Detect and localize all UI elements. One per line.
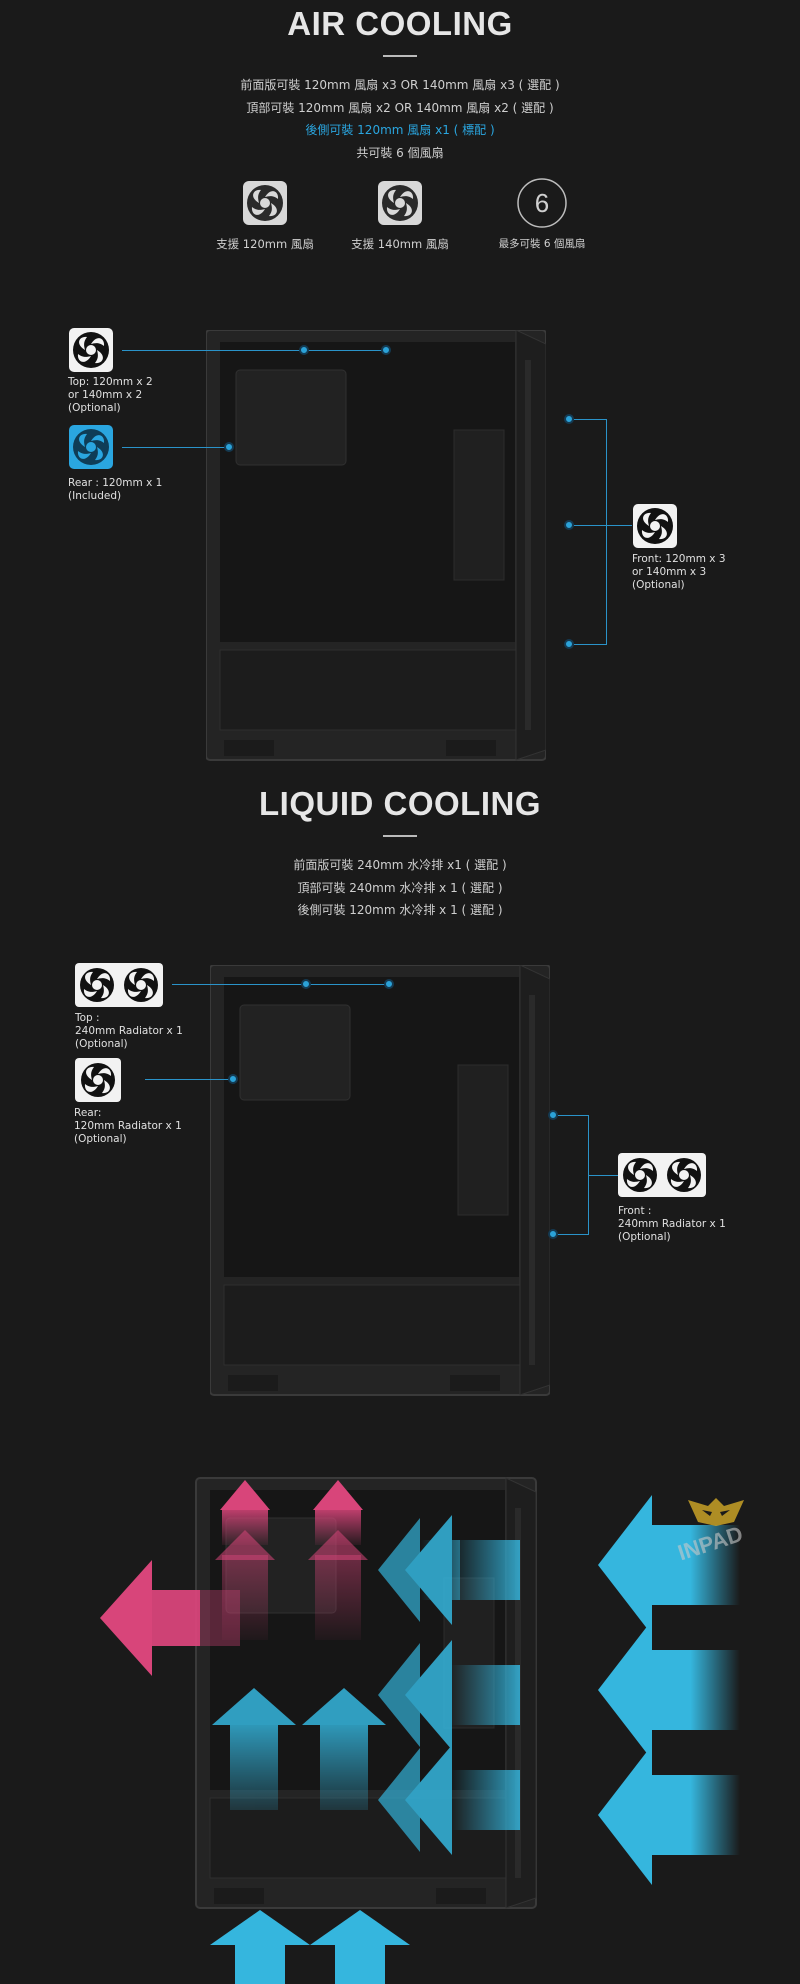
title-divider — [383, 55, 417, 57]
air-spec-rear: 後側可裝 120mm 風扇 x1 ( 標配 ) — [305, 123, 495, 137]
six-circle-icon: 6 — [517, 178, 567, 228]
top-mount-dot-2 — [381, 345, 391, 355]
liquid-front-bracket-mid — [588, 1175, 618, 1176]
top-mount-dot-1 — [299, 345, 309, 355]
title-divider — [383, 835, 417, 837]
callout-front-line2: or 140mm x 3 — [632, 566, 707, 578]
callout-front-line3: (Optional) — [632, 579, 685, 591]
liquid-front-bracket-top — [558, 1115, 588, 1116]
liquid-front-dot-1 — [548, 1110, 558, 1120]
callout-rear-line1: Rear : 120mm x 1 — [68, 477, 163, 489]
feature-120mm-label: 支援 120mm 風扇 — [216, 237, 314, 251]
callout-rear-line2: (Included) — [68, 490, 122, 502]
front-bracket-mid — [574, 525, 632, 526]
rear-leader-line — [122, 447, 226, 448]
front-mount-dot-3 — [564, 639, 574, 649]
feature-140mm-label: 支援 140mm 風扇 — [351, 237, 449, 251]
liquid-top-dot-1 — [301, 979, 311, 989]
front-bracket-top — [574, 419, 606, 420]
fan-rear-icon — [69, 425, 113, 469]
fan-top-icon — [69, 328, 113, 372]
front-mount-dot-2 — [564, 520, 574, 530]
liquid-callout-front-line2: 240mm Radiator x 1 — [618, 1218, 726, 1230]
air-cooling-section: AIR COOLING 前面版可裝 120mm 風扇 x3 OR 140mm 風… — [0, 0, 800, 780]
feature-max-six-label: 最多可裝 6 個風扇 — [498, 238, 586, 250]
airflow-diagram — [100, 1400, 740, 1984]
inpad-logo-icon — [688, 1498, 744, 1526]
feature-max-six: 6 最多可裝 6 個風扇 — [482, 178, 602, 251]
top-exhaust-arrows — [215, 1480, 368, 1640]
liquid-spec-rear: 後側可裝 120mm 水冷排 x 1 ( 選配 ) — [297, 903, 503, 917]
internal-intake-arrows — [378, 1515, 520, 1855]
liquid-top-dot-2 — [384, 979, 394, 989]
liquid-callout-rear-line2: 120mm Radiator x 1 — [74, 1120, 182, 1132]
top-exhaust-arrow-2 — [315, 1508, 361, 1545]
liquid-rear-dot — [228, 1074, 238, 1084]
liquid-callout-rear-line3: (Optional) — [74, 1133, 127, 1145]
liquid-callout-rear: Rear: 120mm Radiator x 1 (Optional) — [74, 1107, 182, 1146]
liquid-callout-top-line2: 240mm Radiator x 1 — [75, 1025, 183, 1037]
fan-140-icon — [378, 181, 422, 225]
air-spec-top: 頂部可裝 120mm 風扇 x2 OR 140mm 風扇 x2 ( 選配 ) — [246, 101, 554, 115]
air-spec-front: 前面版可裝 120mm 風扇 x3 OR 140mm 風扇 x3 ( 選配 ) — [240, 78, 560, 92]
six-circle-number: 6 — [535, 188, 549, 218]
rear-exhaust-arrow — [100, 1560, 240, 1676]
liquid-spec-top: 頂部可裝 240mm 水冷排 x 1 ( 選配 ) — [297, 881, 503, 895]
feature-140mm: 支援 140mm 風扇 — [340, 180, 460, 252]
liquid-callout-front: Front : 240mm Radiator x 1 (Optional) — [618, 1205, 726, 1244]
liquid-top-leader — [172, 984, 390, 985]
liquid-front-dot-2 — [548, 1229, 558, 1239]
liquid-callout-front-line1: Front : — [618, 1205, 652, 1217]
airflow-section: INPAD — [0, 1400, 800, 1984]
fan-front-icon — [633, 504, 677, 548]
top-leader-line — [122, 350, 384, 351]
bottom-intake-arrows — [210, 1910, 410, 1984]
front-intake-arrows — [598, 1495, 740, 1885]
callout-top: Top: 120mm x 2 or 140mm x 2 (Optional) — [68, 376, 153, 415]
radiator-240-front-icon — [618, 1153, 706, 1197]
case-diagram-air — [206, 330, 546, 770]
callout-front: Front: 120mm x 3 or 140mm x 3 (Optional) — [632, 553, 726, 592]
front-bracket-bottom — [574, 644, 606, 645]
radiator-240-top-icon — [75, 963, 163, 1007]
liquid-front-bracket-bottom — [558, 1234, 588, 1235]
callout-top-line3: (Optional) — [68, 402, 121, 414]
callout-rear: Rear : 120mm x 1 (Included) — [68, 477, 162, 503]
liquid-callout-front-line3: (Optional) — [618, 1231, 671, 1243]
callout-top-line1: Top: 120mm x 2 — [68, 376, 153, 388]
radiator-120-rear-icon — [75, 1058, 121, 1102]
air-spec-total: 共可裝 6 個風扇 — [356, 146, 444, 160]
callout-top-line2: or 140mm x 2 — [68, 389, 143, 401]
case-diagram-liquid — [210, 965, 550, 1405]
top-exhaust-arrow-1 — [222, 1508, 268, 1545]
liquid-cooling-title: LIQUID COOLING — [259, 785, 541, 822]
rear-mount-dot — [224, 442, 234, 452]
liquid-callout-top-line1: Top : — [75, 1012, 100, 1024]
liquid-rear-leader — [145, 1079, 235, 1080]
liquid-callout-top-line3: (Optional) — [75, 1038, 128, 1050]
liquid-callout-rear-line1: Rear: — [74, 1107, 102, 1119]
front-bracket-vertical — [606, 419, 607, 645]
inpad-watermark: INPAD — [675, 1496, 786, 1565]
feature-120mm: 支援 120mm 風扇 — [205, 180, 325, 252]
liquid-spec-front: 前面版可裝 240mm 水冷排 x1 ( 選配 ) — [293, 858, 507, 872]
air-cooling-title: AIR COOLING — [287, 5, 513, 42]
liquid-callout-top: Top : 240mm Radiator x 1 (Optional) — [75, 1012, 183, 1051]
internal-bottom-intake — [212, 1688, 386, 1810]
front-mount-dot-1 — [564, 414, 574, 424]
fan-120-icon — [243, 181, 287, 225]
callout-front-line1: Front: 120mm x 3 — [632, 553, 726, 565]
liquid-cooling-section: LIQUID COOLING 前面版可裝 240mm 水冷排 x1 ( 選配 )… — [0, 780, 800, 1400]
